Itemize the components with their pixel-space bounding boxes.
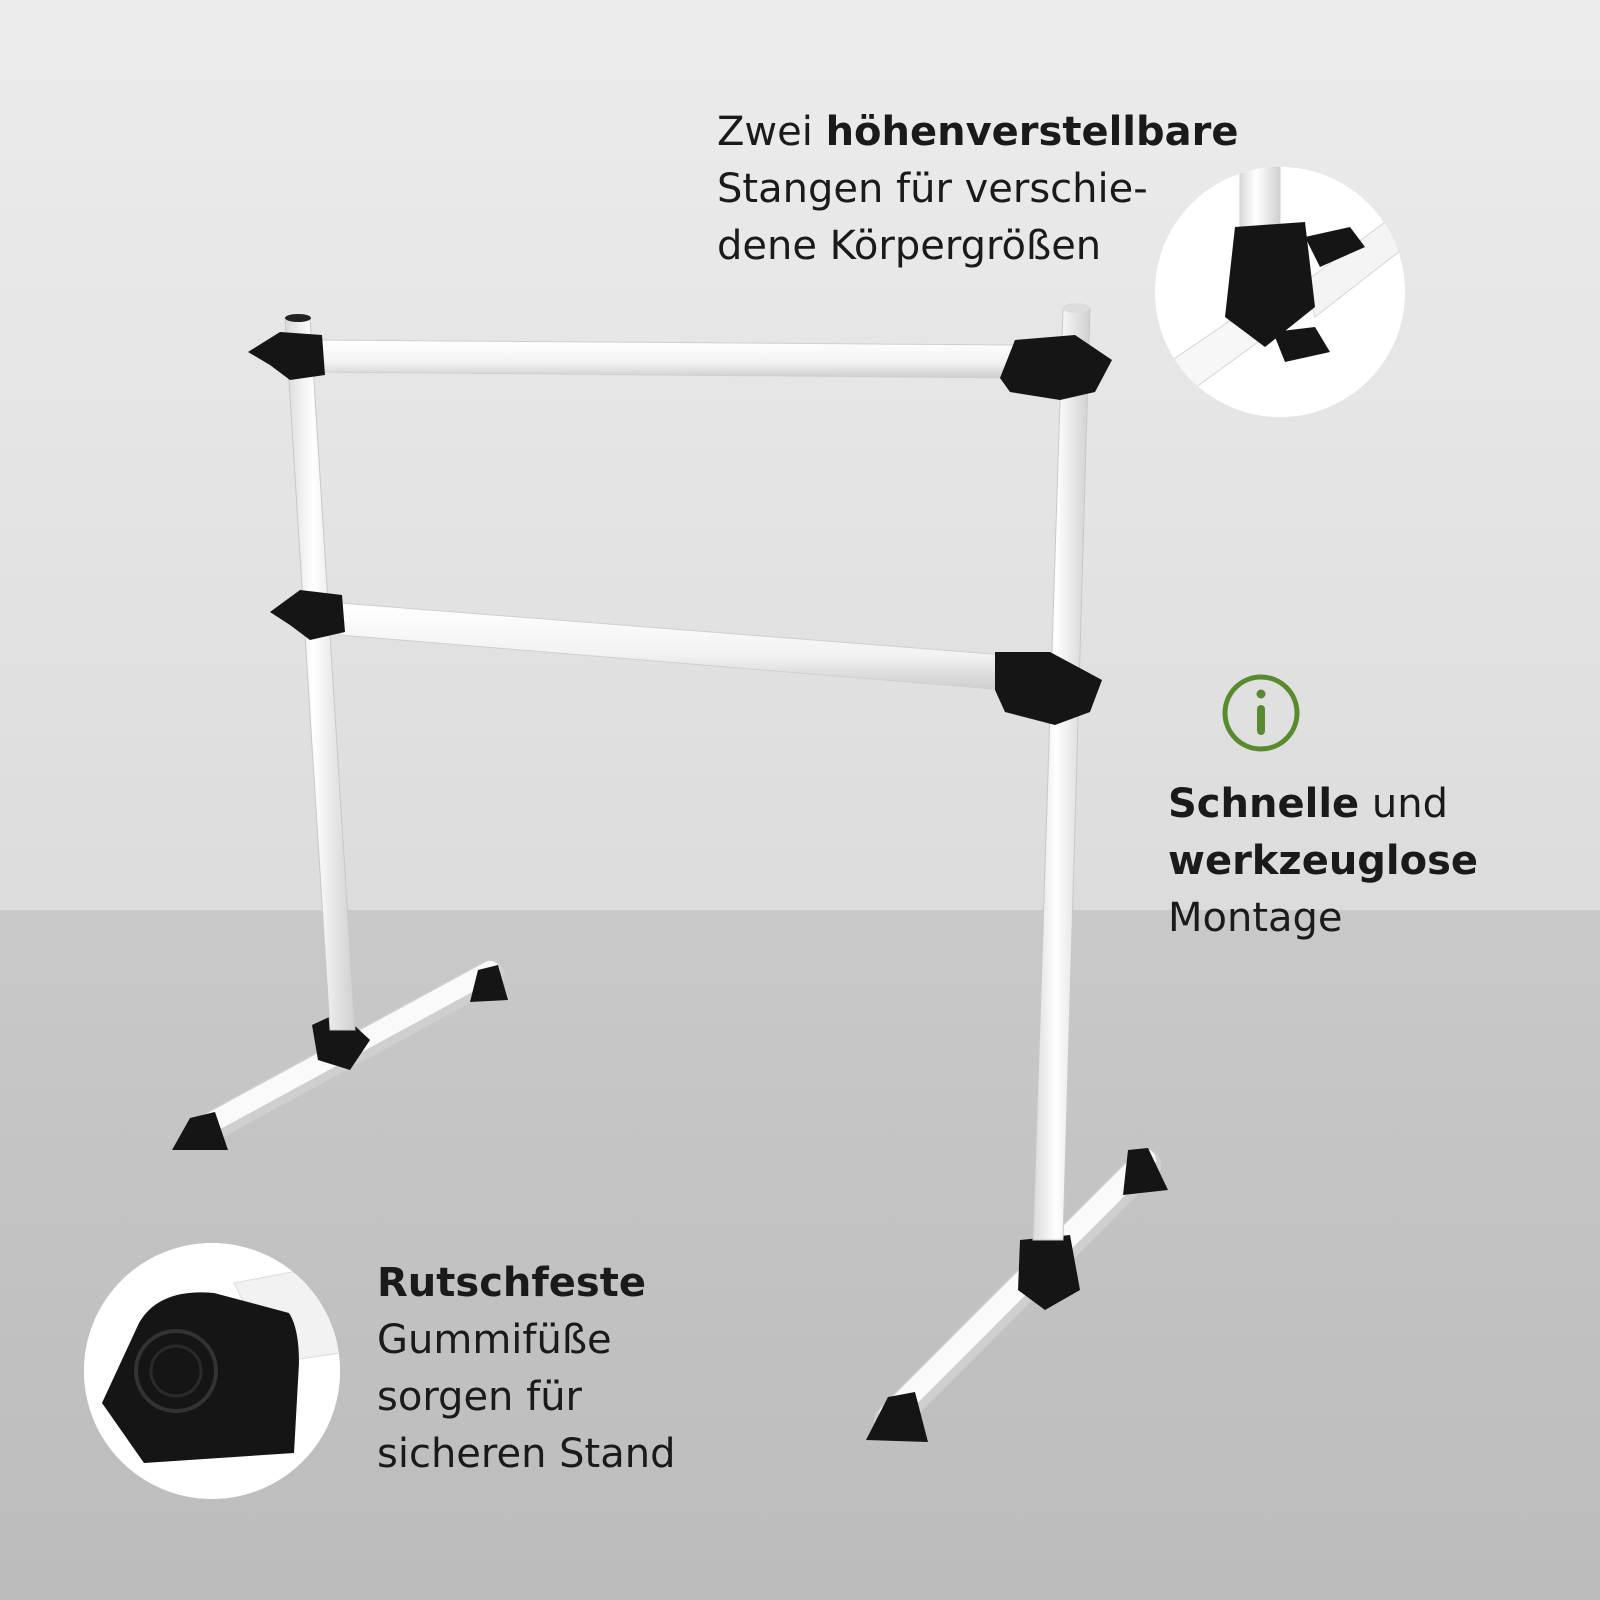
feature-top-bold: höhenverstellbare	[825, 109, 1239, 155]
feature-middle-text1: und	[1371, 781, 1448, 827]
feature-top-line2: Stangen für verschie-	[717, 166, 1148, 212]
feature-middle-line2: werkzeuglose	[1168, 833, 1478, 890]
upper-bar	[248, 314, 1112, 400]
feature-bottom-line3: sorgen für	[377, 1374, 582, 1420]
feature-middle-bold1: Schnelle	[1168, 781, 1360, 827]
feature-bottom-bold: Rutschfeste	[377, 1260, 646, 1306]
rubber-foot-detail-image	[84, 1243, 340, 1499]
left-base	[172, 960, 508, 1150]
feature-non-slip-feet: Rutschfeste Gummifüße sorgen für sichere…	[377, 1255, 675, 1483]
feature-bottom-line4: sicheren Stand	[377, 1431, 676, 1477]
feature-bottom-line2: Gummifüße	[377, 1317, 612, 1363]
clamp-detail-image	[1155, 167, 1405, 417]
lower-bar	[270, 590, 1102, 725]
left-upright	[284, 317, 356, 1031]
feature-bottom-line1: Rutschfeste	[377, 1255, 675, 1312]
background-wall	[0, 0, 1600, 910]
feature-middle-line3: Montage	[1168, 895, 1343, 941]
feature-top-line1: Zwei höhenverstellbare	[717, 104, 1239, 161]
feature-adjustable-bars: Zwei höhenverstellbare Stangen für versc…	[717, 104, 1239, 275]
right-base	[866, 1148, 1168, 1442]
feature-top-prefix: Zwei	[717, 109, 813, 155]
rubber-foot-detail-drawing	[84, 1243, 340, 1499]
feature-middle-bold2: werkzeuglose	[1168, 838, 1479, 884]
right-upright	[1032, 303, 1091, 1241]
info-icon	[1222, 674, 1300, 752]
feature-tool-free-assembly: Schnelle und werkzeuglose Montage	[1168, 776, 1478, 947]
feature-middle-line1: Schnelle und	[1168, 776, 1478, 833]
feature-top-line3: dene Körpergrößen	[717, 223, 1102, 269]
